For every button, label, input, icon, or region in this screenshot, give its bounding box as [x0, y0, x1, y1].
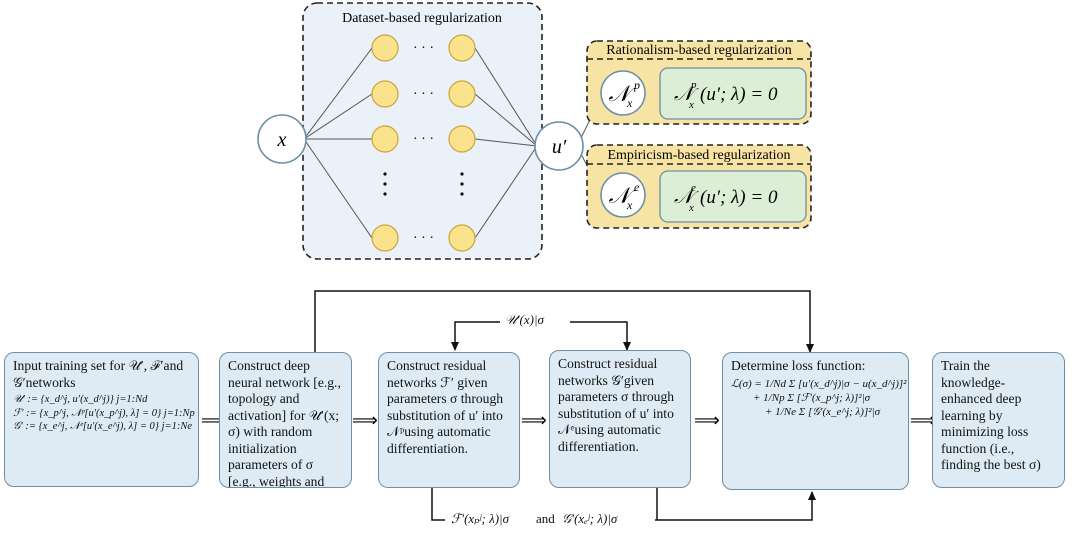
bottom-connector-left	[431, 488, 445, 521]
input-node	[257, 114, 307, 164]
construct-residual-g-box: Construct residual networks 𝒢′given para…	[549, 350, 691, 488]
hidden-node	[448, 224, 476, 252]
empiricism-eq-sup: e	[691, 182, 696, 194]
hidden-node	[448, 34, 476, 62]
horizontal-ellipsis: · · ·	[413, 132, 434, 147]
empiricism-eq-symbol: 𝒩	[674, 186, 699, 208]
input-edge	[303, 47, 373, 140]
f-set-definition: ℱ′ := {x_p^j, 𝒩ᵖ[u′(x_p^j), λ] = 0} j=1:…	[13, 407, 195, 419]
implies-arrow-4: ⟹	[694, 410, 720, 431]
u-set-definition: 𝒰′ := {x_d^j, u′(x_d^j)} j=1:Nd	[13, 394, 148, 405]
hidden-node	[448, 80, 476, 108]
training-set-definitions: 𝒰′ := {x_d^j, u′(x_d^j)} j=1:Nd ℱ′ := {x…	[13, 393, 195, 434]
input-training-set-text: Input training set for 𝒰′, ℱ′and 𝒢′netwo…	[13, 358, 184, 390]
empiricism-equation: (u′; λ) = 0	[700, 187, 778, 208]
implies-arrow-3: ⟹	[521, 410, 547, 431]
bottom-connector-right	[655, 491, 816, 521]
rationalism-operator-sup: p	[633, 78, 640, 92]
output-node-label: u′	[552, 136, 567, 158]
implies-arrow-2: ⟹	[352, 410, 378, 431]
bottom-label-g: 𝒢′(xₑʲ; λ)|σ	[562, 511, 618, 527]
empiricism-title: Empiricism-based regularization	[607, 148, 790, 163]
rationalism-operator-sub: x	[626, 96, 633, 110]
sigma-connector-right	[570, 321, 631, 351]
vertical-ellipsis-dot	[460, 182, 464, 186]
empiricism-operator-node	[600, 172, 646, 218]
vertical-ellipsis-dot	[383, 192, 387, 196]
loss-term-empiricism: + 1/Ne Σ [𝒢′(x_e^j; λ)]²|σ	[765, 405, 880, 418]
construct-residual-f-box: Construct residual networks ℱ′ given par…	[378, 352, 520, 488]
construct-residual-f-text: Construct residual networks ℱ′ given par…	[387, 358, 504, 456]
output-edge	[474, 138, 538, 147]
loss-function-equation: ℒ(σ) = 1/Nd Σ [u′(x_d^j)|σ − u(x_d^j)]² …	[731, 377, 907, 419]
top-sigma-label: 𝒰′(x)|σ	[505, 312, 544, 328]
empiricism-equation-box	[659, 170, 807, 223]
output-edge	[474, 145, 538, 239]
rationalism-title: Rationalism-based regularization	[606, 43, 791, 58]
g-set-definition: 𝒢′ := {x_e^j, 𝒩ᵉ[u′(x_e^j), λ] = 0} j=1:…	[13, 421, 193, 432]
loss-function-box: Determine loss function: ℒ(σ) = 1/Nd Σ […	[722, 352, 909, 490]
train-model-box: Train the knowledge-enhanced deep learni…	[932, 352, 1065, 488]
horizontal-ellipsis: · · ·	[413, 231, 434, 246]
rationalism-operator-node	[600, 70, 646, 116]
construct-dnn-box: Construct deep neural network [e.g., top…	[219, 352, 352, 488]
output-edge	[474, 93, 538, 147]
empiricism-eq-sub: x	[688, 202, 694, 214]
sigma-connector-left	[451, 321, 500, 351]
input-node-label: x	[277, 129, 287, 151]
hidden-node	[371, 125, 399, 153]
loss-term-data: ℒ(σ) = 1/Nd Σ [u′(x_d^j)|σ − u(x_d^j)]²	[731, 377, 907, 390]
hidden-node	[448, 125, 476, 153]
bottom-label-f: ℱ′(xₚʲ; λ)|σ	[451, 511, 510, 527]
top-connector-line	[314, 290, 814, 353]
rationalism-equation: (u′; λ) = 0	[700, 84, 778, 105]
bottom-label-and: and	[536, 511, 555, 527]
train-model-text: Train the knowledge-enhanced deep learni…	[941, 358, 1041, 472]
input-edge	[303, 138, 373, 239]
rationalism-eq-symbol: 𝒩	[674, 83, 699, 105]
vertical-ellipsis-dot	[383, 182, 387, 186]
vertical-ellipsis-dot	[383, 172, 387, 176]
vertical-ellipsis-dot	[460, 192, 464, 196]
horizontal-ellipsis: · · ·	[413, 41, 434, 56]
hidden-node	[371, 224, 399, 252]
empiricism-operator-sub: x	[626, 198, 633, 212]
rationalism-equation-box	[659, 67, 807, 120]
empiricism-operator-sup: e	[634, 180, 640, 194]
input-edge	[303, 93, 373, 140]
rationalism-eq-sub: x	[688, 99, 694, 111]
construct-residual-g-text: Construct residual networks 𝒢′given para…	[558, 356, 675, 454]
horizontal-ellipsis: · · ·	[413, 87, 434, 102]
loss-term-rationalism: + 1/Np Σ [ℱ′(x_p^j; λ)]²|σ	[753, 391, 871, 404]
loss-function-text: Determine loss function:	[731, 358, 866, 373]
input-training-set-box: Input training set for 𝒰′, ℱ′and 𝒢′netwo…	[4, 352, 199, 487]
dataset-panel	[302, 2, 543, 260]
hidden-node	[371, 34, 399, 62]
dataset-panel-title: Dataset-based regularization	[342, 11, 502, 26]
output-edge	[474, 47, 538, 147]
construct-dnn-text: Construct deep neural network [e.g., top…	[228, 358, 341, 488]
hidden-layer-nodes: · · · · · · · · · · · ·	[371, 34, 476, 252]
rationalism-eq-sup: p	[690, 79, 697, 91]
output-node	[534, 121, 584, 171]
implies-arrow-5: ⟹	[910, 410, 936, 431]
vertical-ellipsis-dot	[460, 172, 464, 176]
hidden-node	[371, 80, 399, 108]
